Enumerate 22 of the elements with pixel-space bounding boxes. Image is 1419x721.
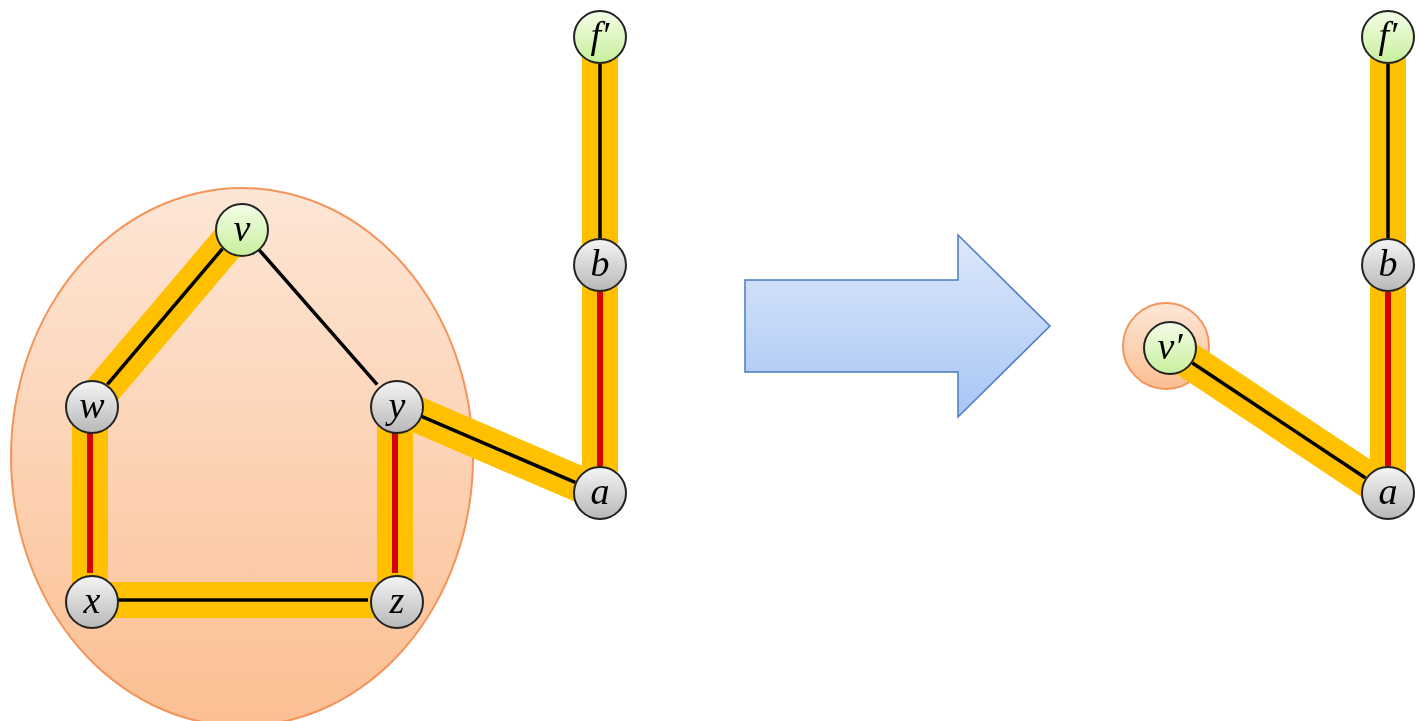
edge-line: [1191, 361, 1367, 480]
vertex-label: v: [233, 209, 251, 247]
edge-line: [256, 247, 379, 386]
vertex-label: a: [1378, 472, 1398, 510]
edge-line: [87, 432, 93, 573]
vertex-label: z: [389, 581, 405, 619]
vertex-label: f′: [590, 16, 610, 54]
vertex-label: b: [590, 244, 610, 282]
edge-line: [598, 64, 602, 238]
vertex-label: x: [83, 581, 101, 619]
edge-line: [1385, 292, 1391, 466]
edge-line: [1386, 64, 1390, 238]
vertex-label: b: [1378, 244, 1398, 282]
edge-line: [106, 247, 224, 386]
edge-line: [392, 432, 398, 573]
vertex-label: a: [590, 472, 610, 510]
vertex-label: v′: [1157, 327, 1183, 365]
vertex-label: w: [79, 386, 105, 424]
edge-line: [117, 598, 368, 602]
edge-line: [419, 414, 576, 484]
edge-line: [597, 292, 603, 466]
vertex-label: f′: [1378, 16, 1398, 54]
